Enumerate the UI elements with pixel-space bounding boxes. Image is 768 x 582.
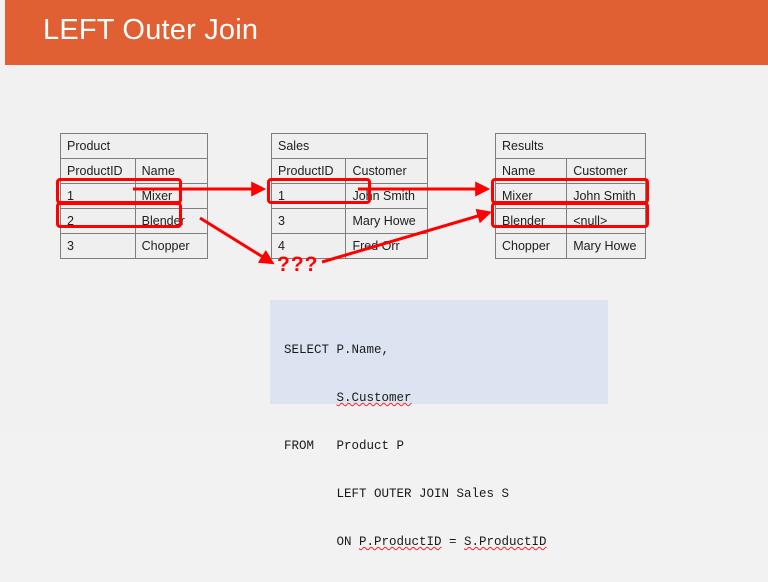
sales-table-caption: Sales [271, 133, 428, 159]
sales-table: Sales ProductID Customer 1 John Smith 3 … [270, 133, 428, 259]
table-row: 1 Mixer [60, 183, 209, 209]
sql-body-1: P.Name, [336, 343, 390, 357]
results-cell-name-3: Chopper [494, 233, 568, 259]
results-cell-customer-1: John Smith [566, 183, 646, 209]
question-marks-annotation: ??? [277, 253, 319, 276]
table-row: Chopper Mary Howe [494, 233, 646, 259]
results-cell-customer-2: <null> [566, 208, 646, 234]
product-header-productid: ProductID [60, 158, 136, 184]
product-table-caption: Product [60, 133, 208, 159]
sql-ref-p-productid: P.ProductID [359, 535, 442, 549]
sql-operator-equals: = [441, 535, 465, 549]
sql-keyword-from: FROM [284, 439, 315, 453]
table-caption-row: Results [495, 133, 646, 159]
product-cell-name-2: Blender [134, 208, 209, 234]
table-caption-row: Product [60, 133, 208, 159]
product-table: Product ProductID Name 1 Mixer 2 Blender… [60, 133, 209, 259]
results-header-name: Name [494, 158, 568, 184]
sql-keyword-select: SELECT [284, 343, 330, 357]
sales-header-productid: ProductID [270, 158, 347, 184]
page-title: LEFT Outer Join [43, 14, 259, 46]
sql-line-2: S.Customer [284, 390, 608, 406]
sql-ref-s-customer: S.Customer [336, 391, 412, 405]
product-cell-name-1: Mixer [134, 183, 209, 209]
product-cell-name-3: Chopper [134, 233, 209, 259]
sql-body-4: LEFT OUTER JOIN Sales S [336, 487, 510, 501]
sql-line-4: LEFT OUTER JOIN Sales S [284, 486, 608, 502]
table-row: 3 Mary Howe [270, 208, 428, 234]
table-row: 2 Blender [60, 208, 209, 234]
table-row: 3 Chopper [60, 233, 209, 259]
arrow-product-to-question [199, 216, 275, 265]
sql-body-3: Product P [336, 439, 405, 453]
results-header-customer: Customer [566, 158, 646, 184]
table-row: Blender <null> [494, 208, 646, 234]
table-row: Mixer John Smith [494, 183, 646, 209]
product-header-name: Name [134, 158, 209, 184]
sql-line-5: ON P.ProductID = S.ProductID [284, 534, 608, 550]
sales-cell-customer-3: Fred Orr [345, 233, 428, 259]
table-header-row: ProductID Name [60, 158, 209, 184]
sales-header-customer: Customer [345, 158, 428, 184]
sql-line-1: SELECT P.Name, [284, 342, 608, 358]
product-cell-id-3: 3 [60, 233, 136, 259]
results-cell-customer-3: Mary Howe [566, 233, 646, 259]
sales-cell-customer-2: Mary Howe [345, 208, 428, 234]
results-table-caption: Results [495, 133, 646, 159]
table-header-row: ProductID Customer [270, 158, 428, 184]
sales-cell-customer-1: John Smith [345, 183, 428, 209]
table-header-row: Name Customer [494, 158, 646, 184]
slide-canvas: LEFT Outer Join Product ProductID Name 1… [5, 0, 768, 549]
sql-ref-s-productid: S.ProductID [464, 535, 547, 549]
results-cell-name-2: Blender [494, 208, 568, 234]
sql-code-block: SELECT P.Name, S.Customer FROM Product P L… [270, 300, 608, 549]
results-cell-name-1: Mixer [494, 183, 568, 209]
product-cell-id-2: 2 [60, 208, 136, 234]
sql-line-3: FROM Product P [284, 438, 608, 454]
sales-cell-id-2: 3 [270, 208, 347, 234]
sql-keyword-on: ON [336, 535, 360, 549]
table-row: 1 John Smith [270, 183, 428, 209]
product-cell-id-1: 1 [60, 183, 136, 209]
results-table: Results Name Customer Mixer John Smith B… [494, 133, 646, 259]
table-caption-row: Sales [271, 133, 428, 159]
sales-cell-id-1: 1 [270, 183, 347, 209]
title-banner: LEFT Outer Join [5, 0, 768, 65]
